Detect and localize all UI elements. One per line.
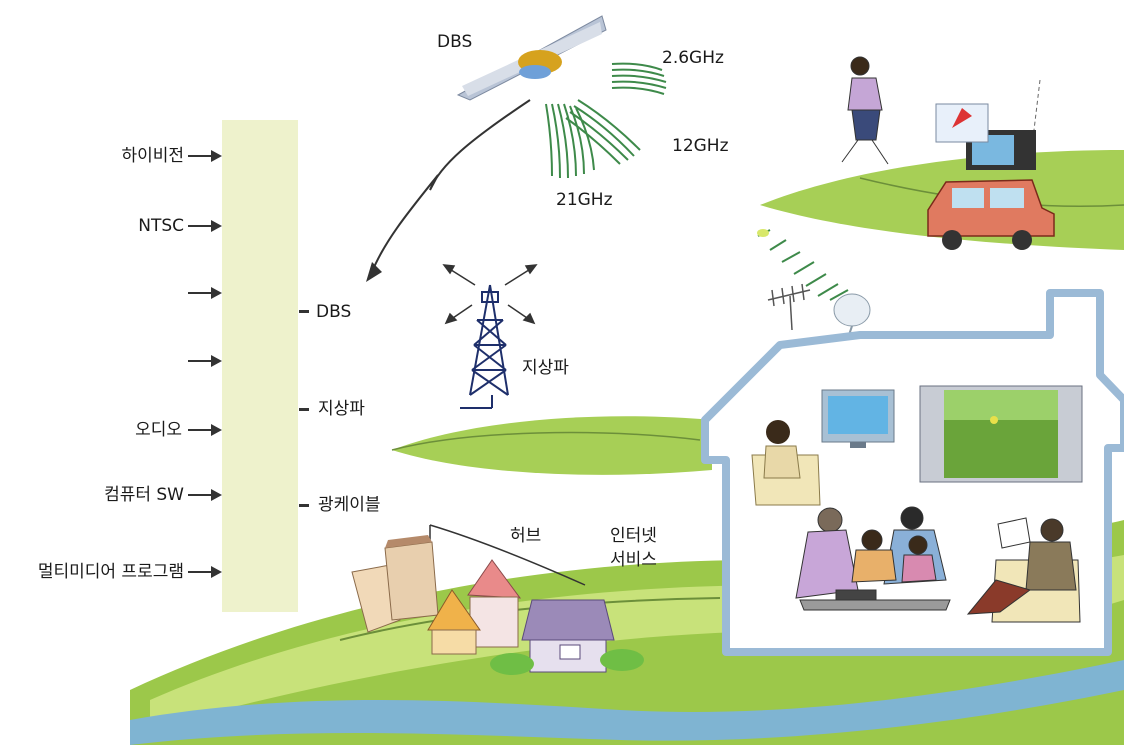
output-label-cable: 광케이블: [318, 495, 381, 515]
navigation-screen-icon: [935, 103, 989, 143]
tower-signal-arrows: [442, 264, 538, 325]
output-tick-terrestrial: [299, 408, 309, 411]
river: [130, 660, 1124, 745]
satellite-label: DBS: [437, 32, 473, 52]
transmission-tower-icon: [460, 284, 509, 409]
broadcast-arrow: [371, 99, 531, 273]
child-on-chair-icon: [751, 420, 821, 506]
input-arrow-audio: [188, 424, 222, 436]
input-arrow-hivision: [188, 150, 222, 162]
frequency-label-12ghz: 12GHz: [672, 136, 729, 156]
hub-cable: [429, 524, 586, 586]
media-source-bar: [222, 120, 298, 612]
input-arrow-blank-2: [188, 355, 222, 367]
output-label-dbs: DBS: [316, 302, 352, 322]
tower-label: 지상파: [522, 358, 569, 378]
walking-person-icon: [841, 56, 889, 165]
satellite-icon: [456, 15, 607, 101]
family-group-icon: [795, 506, 951, 611]
input-arrow-ntsc: [188, 220, 222, 232]
input-label-audio: 오디오: [135, 420, 182, 440]
small-tv-icon: [821, 389, 895, 448]
tower-hill: [392, 416, 712, 475]
man-reading-icon: [966, 517, 1081, 623]
radio-waves-icon: [545, 62, 667, 179]
input-arrow-multimedia: [188, 566, 222, 578]
input-label-hivision: 하이비전: [121, 146, 184, 166]
output-label-terrestrial: 지상파: [318, 399, 365, 419]
wall-tv-icon: [919, 385, 1083, 483]
hub-label: 허브: [510, 526, 542, 546]
village-buildings-icon: [351, 535, 644, 675]
input-arrow-blank-1: [188, 287, 222, 299]
internet-service-label-line1: 인터넷: [610, 526, 657, 546]
frequency-label-21ghz: 21GHz: [556, 190, 613, 210]
output-tick-cable: [299, 504, 309, 507]
frequency-label-2-6ghz: 2.6GHz: [662, 48, 724, 68]
output-tick-dbs: [299, 310, 309, 313]
internet-service-label-line2: 서비스: [610, 550, 657, 570]
input-arrow-computer-sw: [188, 489, 222, 501]
input-label-ntsc: NTSC: [138, 216, 184, 236]
input-label-multimedia: 멀티미디어 프로그램: [37, 562, 184, 582]
input-label-computer-sw: 컴퓨터 SW: [104, 485, 184, 505]
tv-antenna-icon: [767, 283, 811, 331]
